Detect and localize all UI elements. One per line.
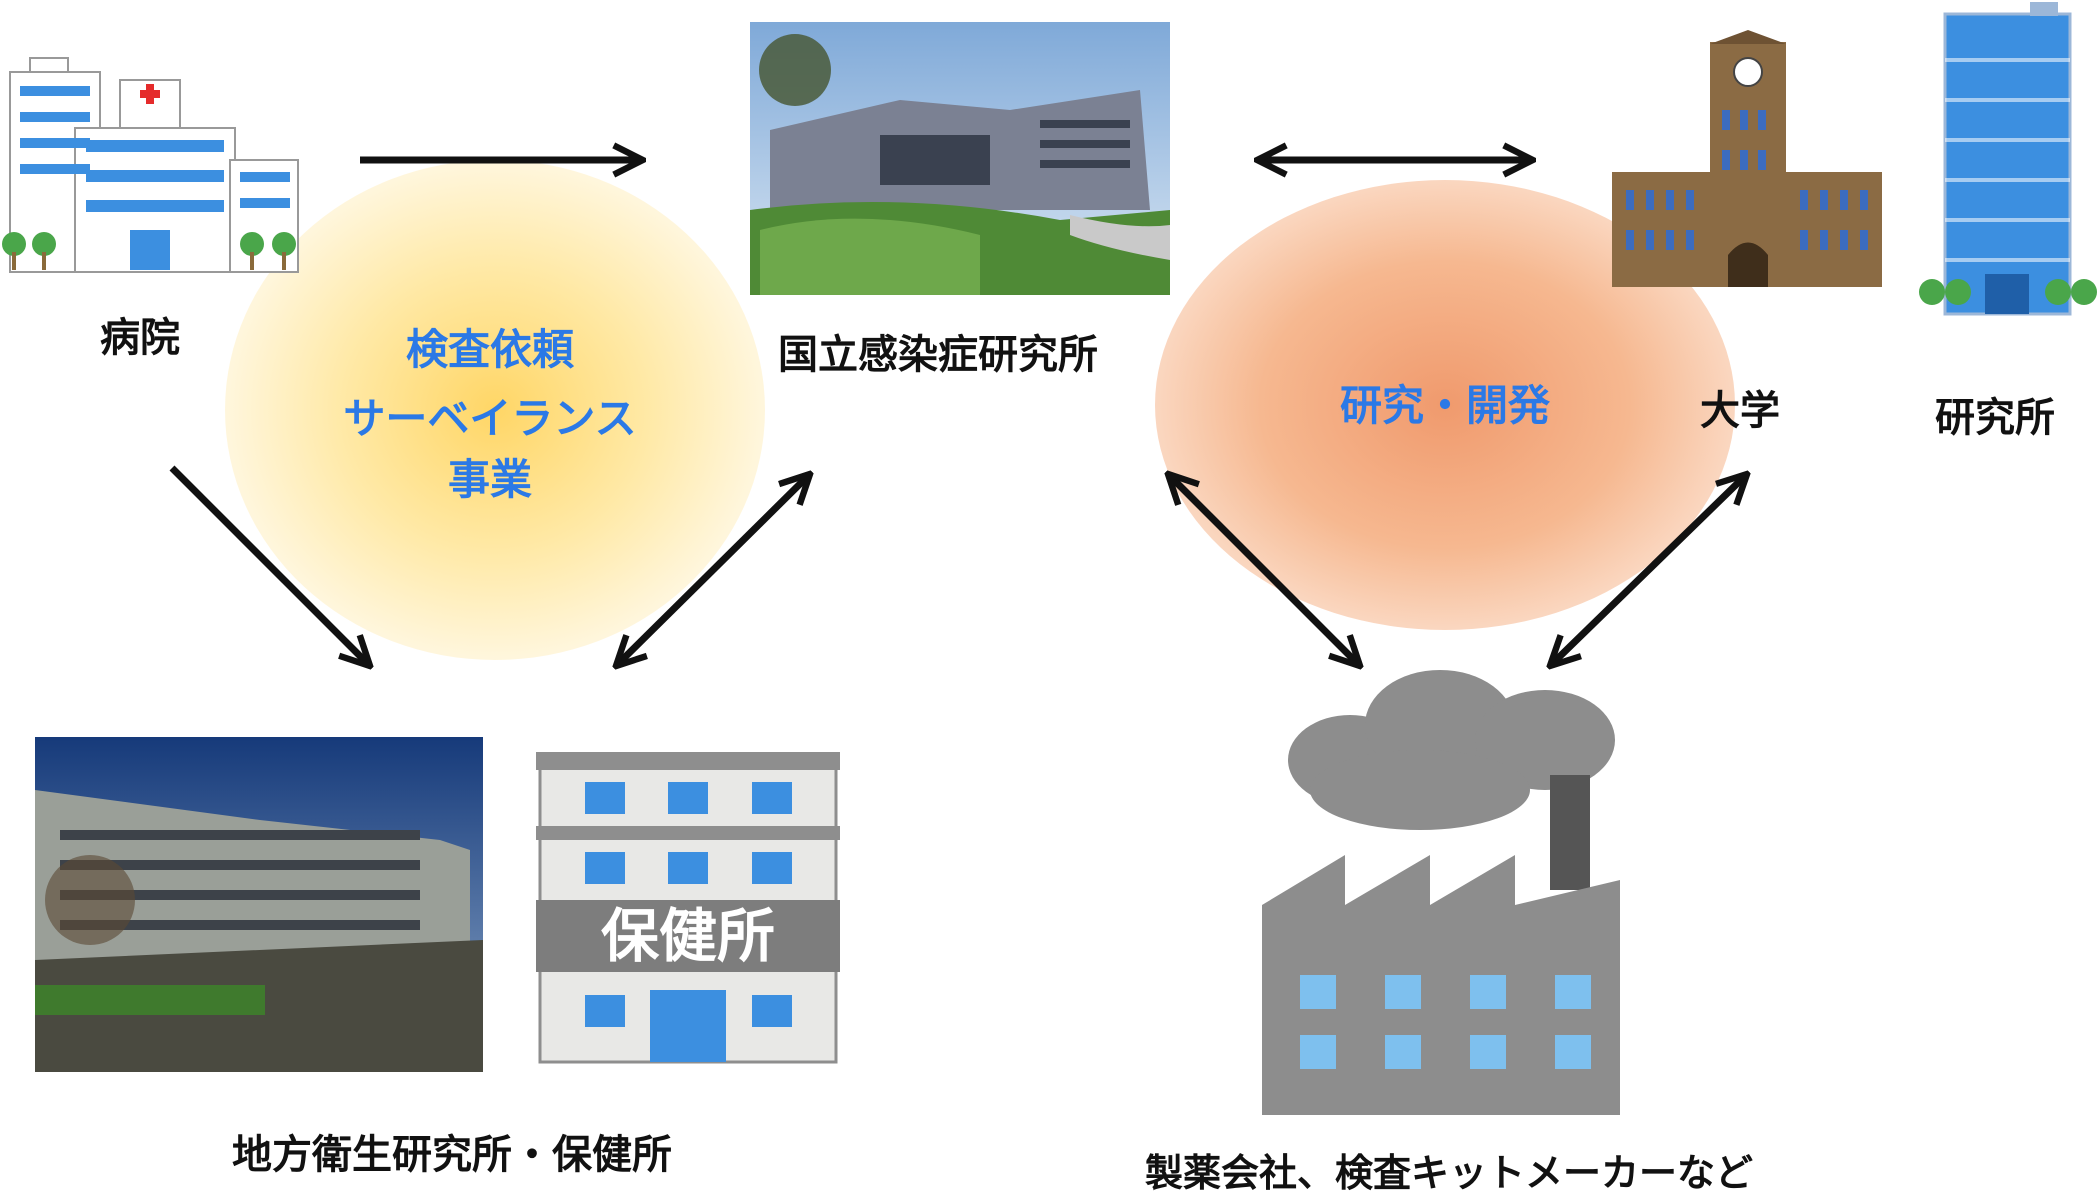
hospital-label: 病院 <box>100 315 180 361</box>
niid-label: 国立感染症研究所 <box>778 332 1098 378</box>
arrow-niid-industry <box>1170 476 1358 664</box>
university-illustration <box>1612 30 1882 287</box>
local-institute-label: 地方衛生研究所・保健所 <box>232 1132 672 1178</box>
health-center-sign: 保健所 <box>600 902 775 970</box>
arrow-hospital-to-local <box>169 465 368 664</box>
factory-illustration <box>1262 670 1620 1115</box>
right-cluster-label: 研究・開発 <box>1339 381 1550 430</box>
local-institute-photo <box>35 737 483 1072</box>
left-cluster-line-1: 検査依頼 <box>405 325 574 374</box>
university-label: 大学 <box>1700 388 1780 434</box>
hospital-illustration <box>2 57 299 273</box>
niid-building-photo <box>750 22 1170 295</box>
research-institute-label: 研究所 <box>1935 395 2055 441</box>
industry-label: 製薬会社、検査キットメーカーなど <box>1145 1151 1754 1195</box>
health-center-illustration <box>536 752 840 1064</box>
research-institute-illustration <box>1919 2 2097 316</box>
arrow-niid-local <box>618 476 808 664</box>
left-cluster-line-3: 事業 <box>447 455 532 504</box>
arrow-university-industry <box>1552 476 1745 664</box>
left-cluster-line-2: サーベイランス <box>343 394 637 443</box>
